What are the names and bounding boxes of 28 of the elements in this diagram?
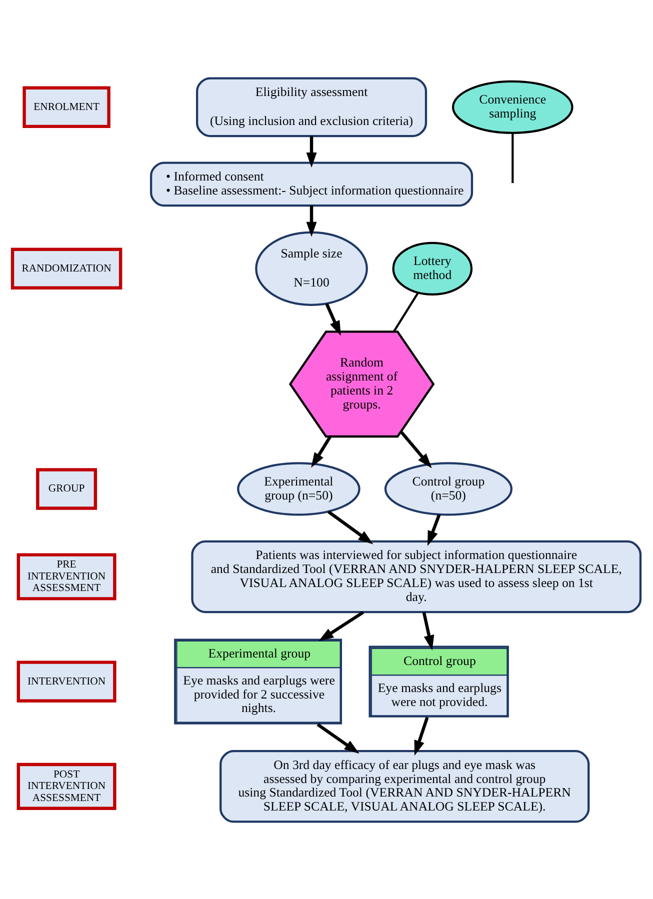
arrow bbox=[428, 514, 441, 546]
node-ellipse: Sample size N=100 bbox=[255, 230, 368, 306]
node-box: On 3rd day efficacy of ear plugs and eye mask was assessed by comparing experimental and control group using Standardized Tool (VERRAN AND SNYDER-HALPERN SLEEP SCALE, VISUAL ANALOG SLEEP SCALE). bbox=[220, 750, 590, 822]
connector bbox=[512, 132, 514, 183]
node-box: • Informed consent • Baseline assessment:- Subject information questionnaire bbox=[150, 161, 474, 206]
node-ellipse: Experimental group (n=50) bbox=[237, 462, 360, 516]
node-box: ENROLMENT bbox=[22, 86, 110, 128]
node-box: PRE INTERVENTION ASSESSMENT bbox=[16, 552, 116, 600]
arrow bbox=[400, 430, 432, 468]
node-box: Eligibility assessment (Using inclusion and exclusion criteria) bbox=[196, 76, 428, 137]
connector bbox=[392, 292, 420, 332]
arrow bbox=[325, 302, 341, 336]
arrow bbox=[422, 611, 434, 650]
node-box: RANDOMIZATION bbox=[10, 247, 122, 289]
arrow bbox=[316, 722, 360, 754]
arrow bbox=[318, 610, 364, 641]
node-box: GROUP bbox=[36, 468, 98, 510]
arrow bbox=[306, 136, 317, 168]
arrow bbox=[311, 435, 332, 468]
arrow bbox=[306, 205, 317, 236]
node-box: INTERVENTION bbox=[16, 660, 116, 702]
arrow bbox=[327, 510, 374, 544]
node-box: POST INTERVENTION ASSESSMENT bbox=[16, 762, 116, 810]
arrow bbox=[414, 716, 429, 756]
node-ellipse: Control group (n=50) bbox=[384, 462, 513, 516]
node-ellipse: Lottery method bbox=[392, 241, 473, 295]
node-box: Patients was interviewed for subject information questionnaire and Standardized Tool (VERRAN AND SNYDER-HALPERN SLEEP SCALE, VISUAL ANALOG SLEEP SCALE) was used to assess sleep on 1st day. bbox=[191, 540, 642, 613]
node-ellipse: Convenience sampling bbox=[452, 80, 574, 134]
